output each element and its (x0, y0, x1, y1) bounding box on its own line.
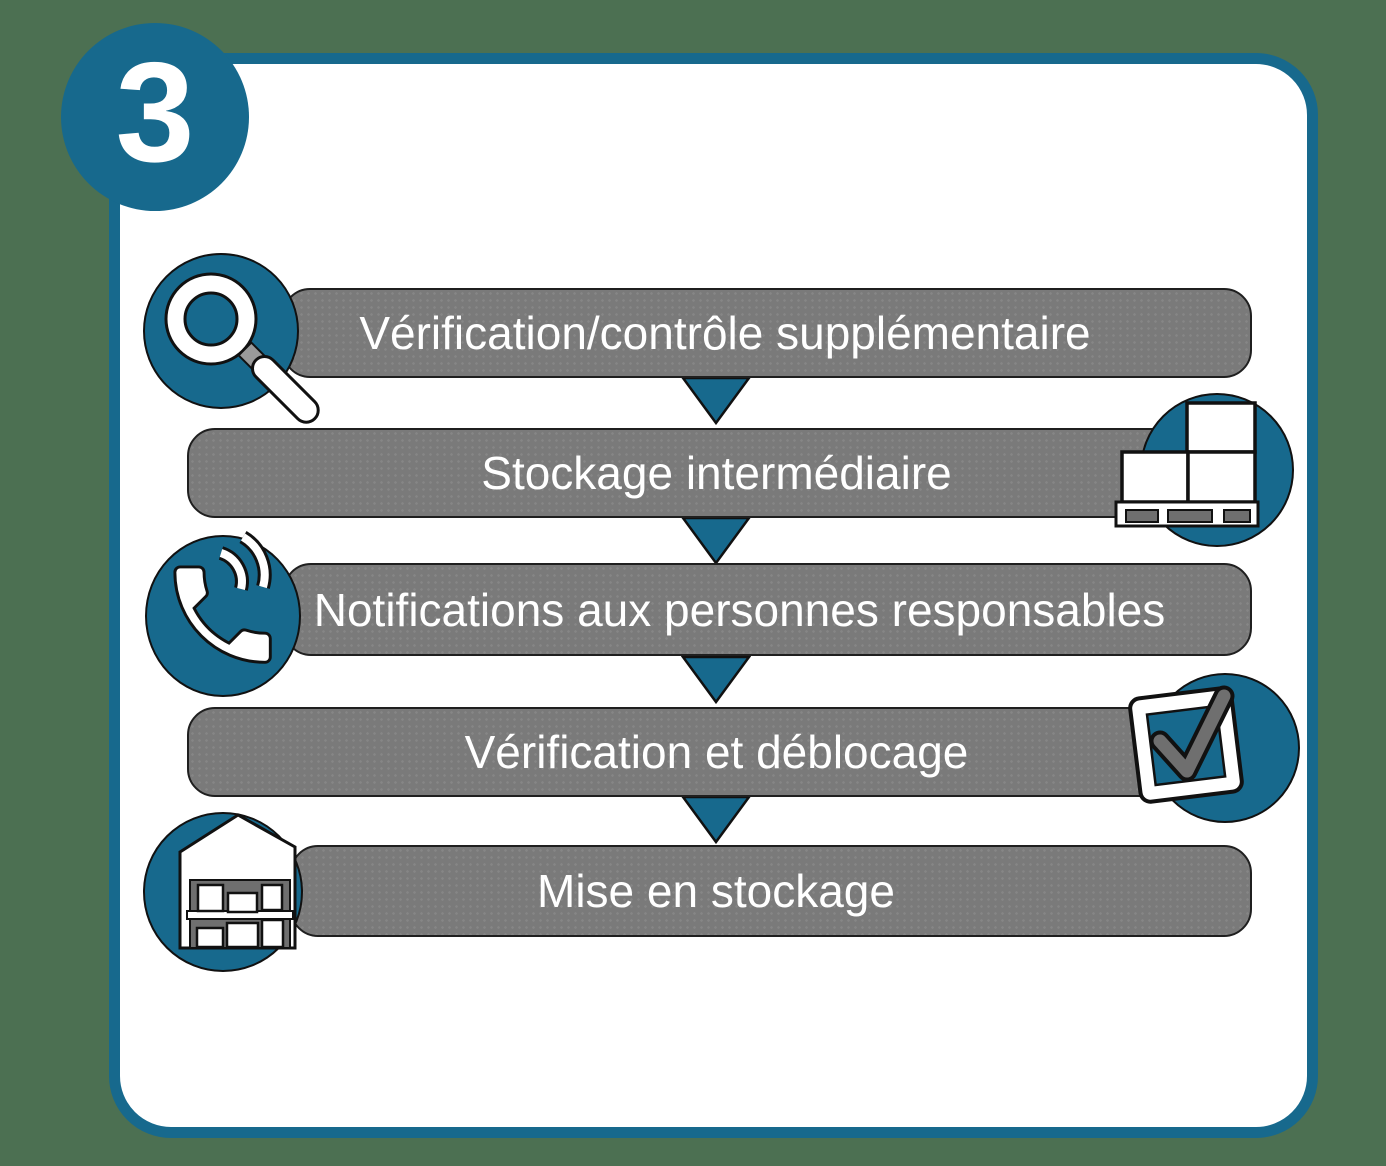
warehouse-icon-circle (143, 812, 303, 972)
flow-bar-2: Stockage intermédiaire (187, 428, 1200, 518)
flow-bar-5: Mise en stockage (290, 845, 1252, 937)
arrow-down-icon (681, 795, 751, 844)
flow-bar-4: Vérification et déblocage (187, 707, 1200, 797)
flow-bar-5-label: Mise en stockage (537, 865, 895, 917)
phone-icon (172, 530, 272, 664)
step-number-badge: 3 (61, 23, 249, 211)
pallet-boxes-icon (1114, 400, 1259, 527)
arrow-down-icon (681, 376, 751, 425)
phone-icon-circle (145, 530, 301, 697)
checkbox-icon (1127, 685, 1244, 804)
warehouse-icon (178, 812, 296, 949)
magnifier-icon (164, 272, 320, 424)
flow-bar-1-label: Vérification/contrôle supplémentaire (359, 307, 1091, 359)
step-number: 3 (115, 33, 195, 192)
arrow-down-icon (681, 516, 751, 565)
flow-bar-2-label: Stockage intermédiaire (481, 447, 952, 499)
pallet-boxes-icon-circle (1114, 393, 1294, 547)
flow-bar-1: Vérification/contrôle supplémentaire (282, 288, 1252, 378)
arrow-down-icon (681, 655, 751, 704)
checkbox-icon-circle (1127, 673, 1300, 823)
flow-bar-4-label: Vérification et déblocage (464, 726, 969, 778)
flow-bar-3: Notifications aux personnes responsables (283, 563, 1252, 656)
flow-bar-3-label: Notifications aux personnes responsables (313, 583, 1166, 636)
magnifier-icon-circle (143, 253, 320, 424)
